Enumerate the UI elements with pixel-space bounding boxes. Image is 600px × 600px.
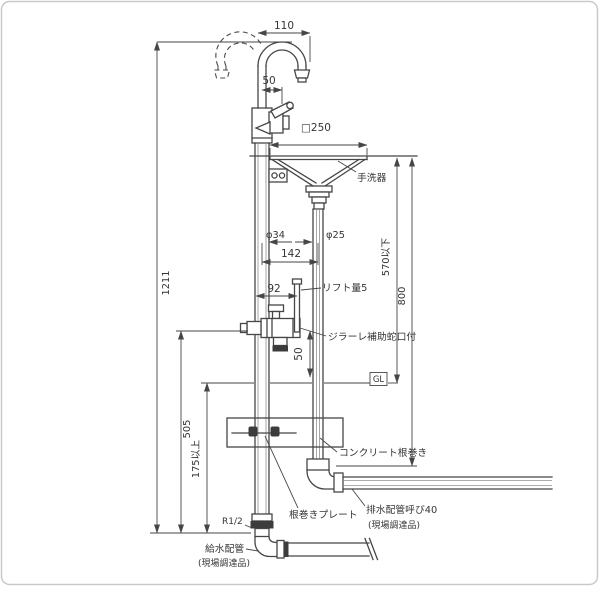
concrete-base-label: コンクリート根巻き	[339, 446, 427, 459]
hand-wash-basin	[249, 155, 418, 210]
concrete-base	[226, 417, 344, 448]
drain-pipe-note: (現場調達品)	[368, 519, 420, 531]
dim-570-label: 570以下	[381, 238, 392, 276]
dimension-50-lower: 50	[293, 330, 313, 378]
dim-250-label: □250	[301, 122, 331, 134]
dimension-square-250: □250	[269, 122, 368, 155]
supply-connection	[250, 513, 379, 561]
spout-aerator	[297, 77, 307, 83]
handle-side-view	[254, 121, 271, 135]
dim-50-lower-label: 50	[293, 347, 305, 360]
spout-rotation-ghost	[213, 31, 263, 79]
lift-rod	[293, 282, 301, 333]
dimension-175-min: 175以上	[190, 382, 210, 534]
supply-pipe-note: (現場調達品)	[198, 557, 250, 569]
dim-92-label: 92	[267, 283, 280, 295]
spout-nozzle	[293, 69, 311, 79]
lift-stroke-label: リフト量5	[322, 282, 367, 294]
aux-faucet-label: ジラーレ補助蛇口付	[328, 330, 416, 343]
diameter-callouts: φ34 φ25	[266, 230, 345, 245]
gl-label: GL	[373, 375, 385, 385]
base-plate-bolt	[270, 426, 280, 437]
dimension-110: 110	[257, 20, 311, 62]
callout-concrete-base: コンクリート根巻き	[319, 437, 427, 459]
gl-box	[369, 372, 388, 386]
supply-elbow	[254, 535, 278, 558]
bottom-flange	[251, 513, 273, 522]
base-plate-bolt	[248, 426, 258, 437]
dim-110-label: 110	[274, 20, 294, 32]
drain-socket	[306, 458, 330, 471]
dimension-92: 92	[255, 283, 298, 299]
dia-drain-label: φ25	[326, 230, 345, 241]
dimension-1211: 1211	[154, 41, 292, 534]
pipe-break-mark	[368, 537, 379, 561]
callout-supply-pipe: 給水配管 (現場調達品)	[198, 542, 259, 569]
dim-50-spout-label: 50	[262, 75, 275, 87]
dimension-505: 505	[176, 330, 248, 534]
dimension-570-max: 570以下	[381, 157, 400, 384]
drain-elbow-outlet	[333, 472, 344, 493]
callout-supply-thread: R1/2	[222, 517, 253, 529]
pole-bracket	[268, 168, 288, 183]
aux-spout	[246, 320, 262, 336]
dia-pole-label: φ34	[266, 230, 285, 241]
base-plate-label: 根巻きプレート	[289, 508, 358, 521]
dim-505-label: 505	[182, 420, 193, 439]
drain-elbow-and-pipe	[306, 458, 553, 493]
dimension-800: 800	[336, 157, 417, 467]
dim-800-label: 800	[397, 287, 408, 306]
aux-handle	[267, 304, 285, 313]
dimension-142: 142	[261, 243, 319, 265]
dimension-50-spout: 50	[261, 75, 283, 104]
main-faucet	[254, 101, 294, 135]
dim-175-label: 175以上	[190, 440, 202, 478]
dim-142-label: 142	[281, 248, 301, 260]
callout-drain-pipe: 排水配管呼び40 (現場調達品)	[351, 488, 437, 531]
basin-label: 手洗器	[357, 171, 387, 184]
pipe-break-mark	[364, 537, 374, 561]
supply-pipe-label: 給水配管	[205, 542, 244, 555]
callout-basin: 手洗器	[337, 160, 387, 184]
dim-1211-label: 1211	[161, 271, 172, 296]
callout-lift-stroke: リフト量5	[300, 282, 367, 294]
drain-pipe-label: 排水配管呼び40	[366, 503, 437, 516]
auxiliary-faucet	[239, 278, 303, 352]
supply-thread-label: R1/2	[222, 517, 243, 527]
callout-aux-faucet: ジラーレ補助蛇口付	[299, 327, 416, 343]
callout-base-plate: 根巻きプレート	[264, 435, 358, 521]
drain-flange	[305, 185, 333, 193]
